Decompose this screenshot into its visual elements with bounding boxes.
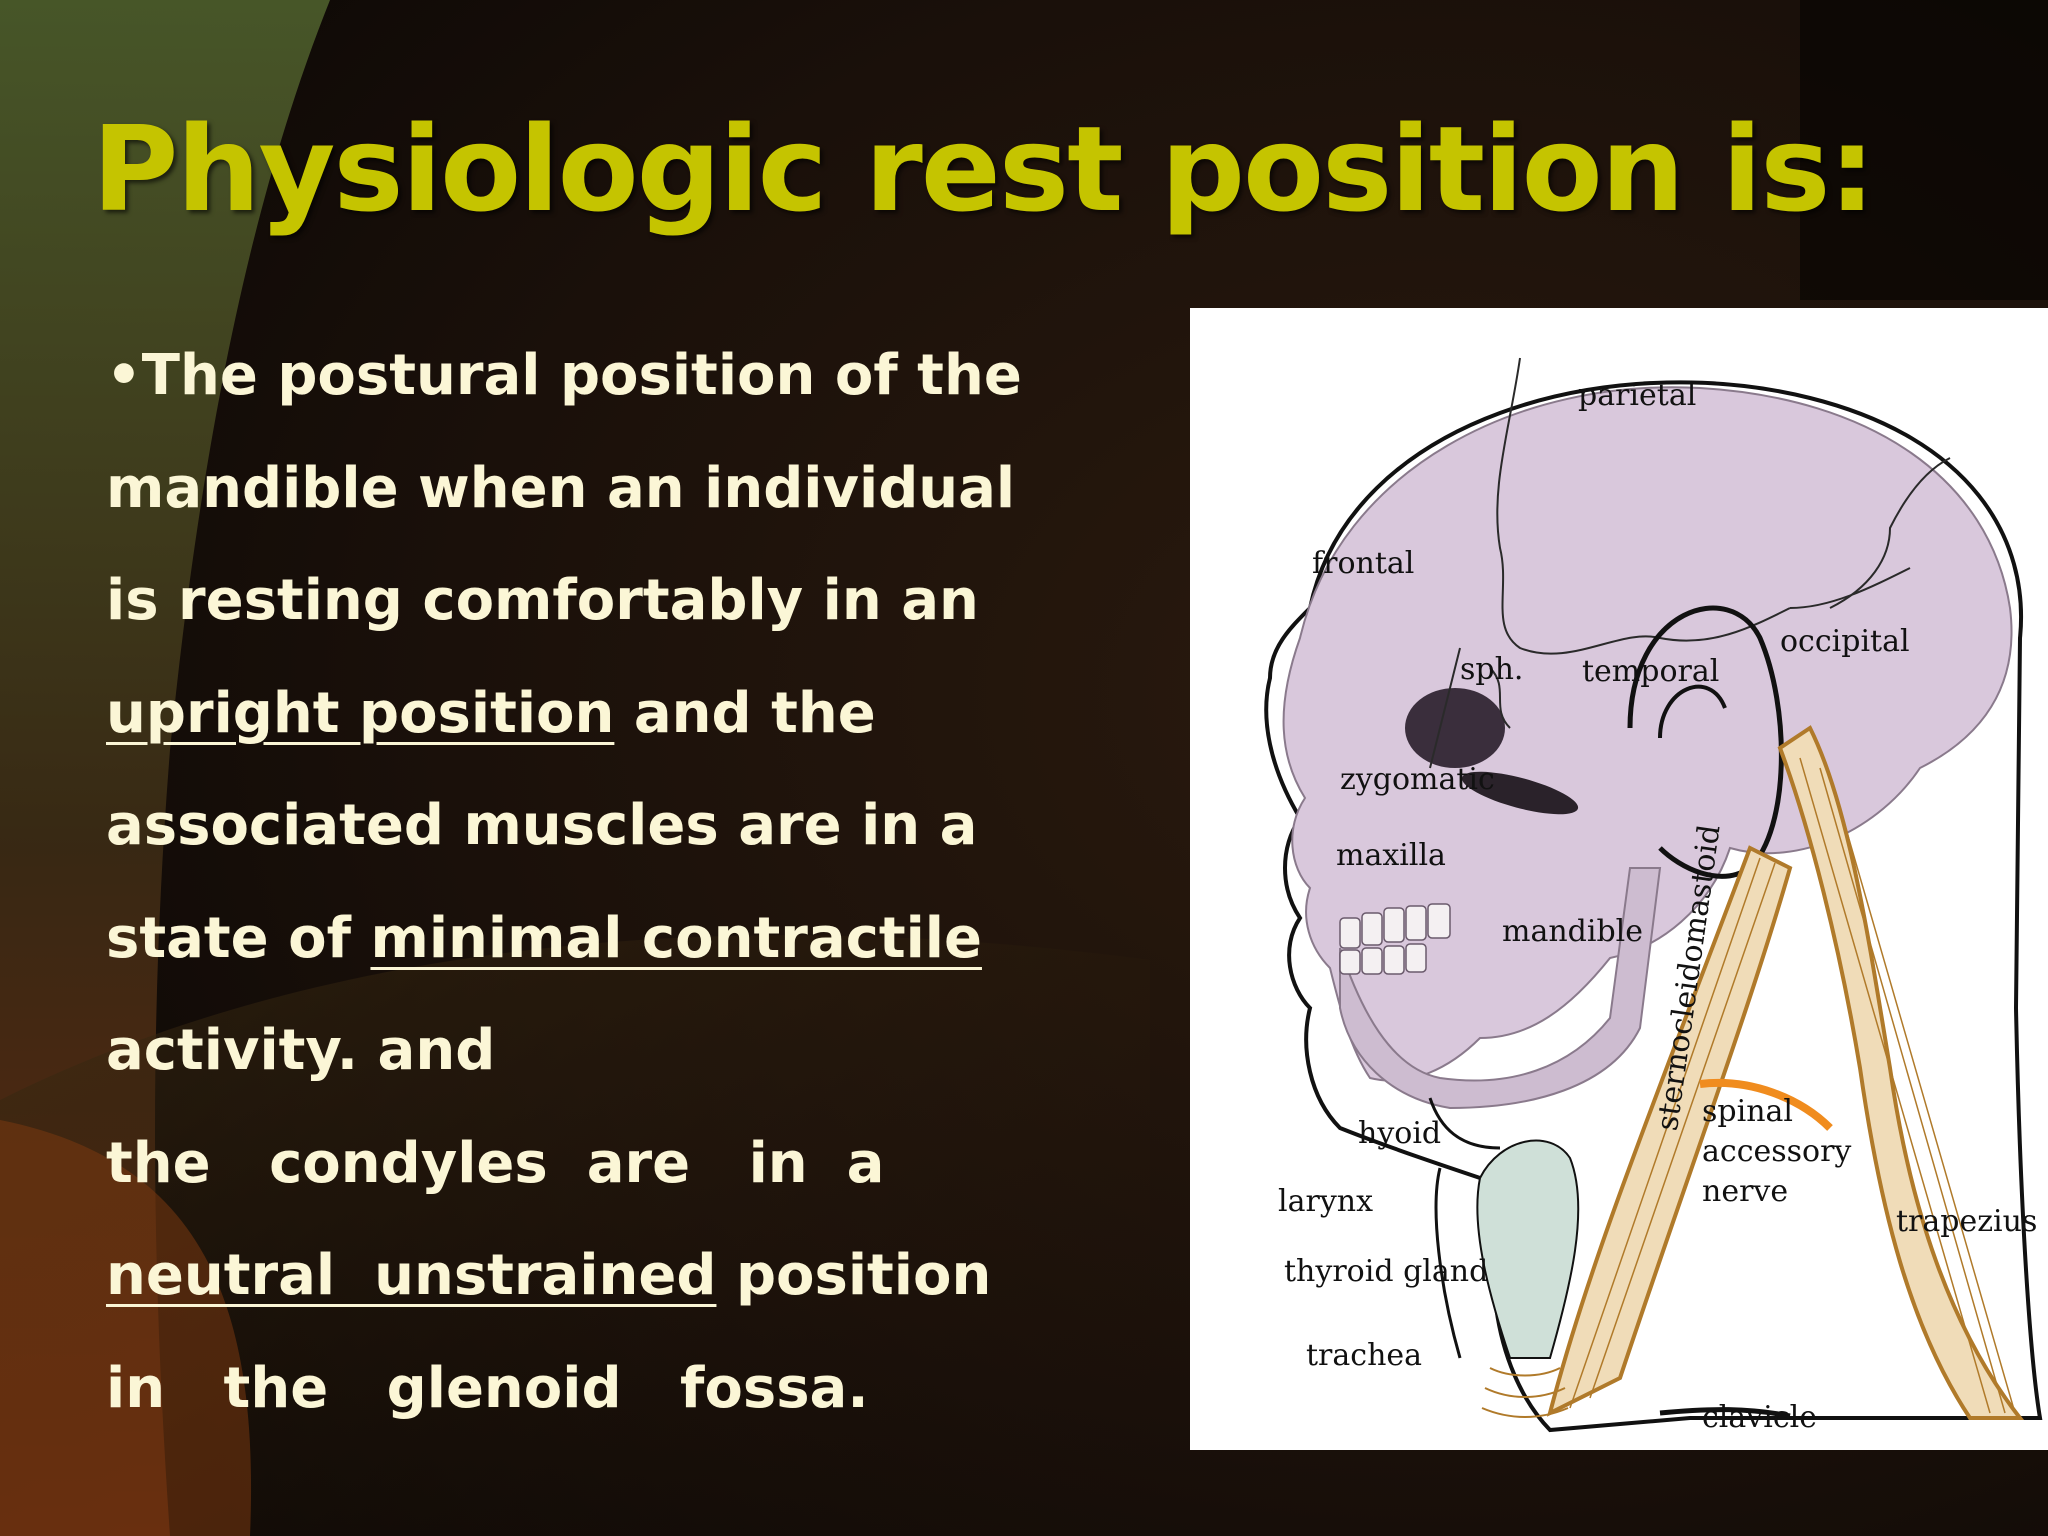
text-run: in the glenoid fossa. [106, 1355, 869, 1421]
label-line: spinal [1702, 1094, 1793, 1129]
label-line: nerve [1702, 1174, 1789, 1209]
text-run: •The postural position of the [106, 343, 1022, 408]
label-frontal: frontal [1312, 546, 1415, 581]
text-run: mandible when an individual [106, 455, 1016, 521]
ear-outline [1627, 605, 1784, 879]
trachea-rings [1481, 1367, 1569, 1418]
scm-fibers [1569, 857, 1776, 1409]
text-run: position [716, 1243, 992, 1308]
label-maxilla: maxilla [1336, 838, 1446, 873]
label-zygomatic: zygomatic [1340, 762, 1495, 797]
label-occipital: occipital [1780, 624, 1910, 659]
label-larynx: larynx [1278, 1184, 1374, 1219]
text-line: the condyles are in a [106, 1124, 1166, 1237]
underlined-term: minimal contractile [370, 905, 982, 971]
body-paragraph: •The postural position of the mandible w… [106, 336, 1166, 1461]
text-run: is resting comfortably in an [106, 568, 979, 633]
label-trapezius: trapezius [1896, 1204, 2038, 1239]
label-mandible: mandible [1502, 914, 1644, 949]
skull-shape [1282, 386, 2013, 1082]
text-line: state of minimal contractile [106, 899, 1166, 1012]
text-line: associated muscles are in a [106, 786, 1166, 899]
label-parietal: parietal [1578, 378, 1697, 413]
skull-illustration [1264, 357, 2043, 1433]
label-thyroid-gland: thyroid gland [1284, 1254, 1489, 1289]
spinal-accessory-nerve [1699, 1079, 1833, 1131]
skull-sutures [1429, 357, 1951, 769]
text-line: •The postural position of the [106, 336, 1166, 449]
underlined-term: neutral unstrained [106, 1243, 717, 1308]
text-line: neutral unstrained position [106, 1236, 1166, 1349]
text-line: mandible when an individual [106, 449, 1166, 562]
text-run: the condyles are in a [106, 1130, 885, 1196]
label-hyoid: hyoid [1358, 1116, 1442, 1151]
neck-line [1428, 1097, 1501, 1150]
text-run: and the [614, 680, 876, 746]
slide-title: Physiologic rest position is: [92, 100, 1876, 238]
thyroid-gland [1476, 1139, 1580, 1359]
trapezius-muscle [1777, 725, 2025, 1420]
text-run: associated muscles are in a [106, 793, 978, 858]
text-line: activity. and [106, 1011, 1166, 1124]
text-line: upright position and the [106, 674, 1166, 787]
label-sph: sph. [1460, 652, 1524, 687]
label-trachea: trachea [1306, 1338, 1423, 1373]
larynx-outline [1434, 1167, 1462, 1359]
sternocleidomastoid-muscle [1546, 845, 1793, 1417]
label-line: accessory [1702, 1134, 1852, 1169]
clavicle-line [1659, 1407, 1791, 1419]
label-spinal-accessory-nerve: spinal accessory nerve [1702, 1092, 1851, 1212]
underlined-term: upright position [106, 680, 615, 746]
label-clavicle: clavicle [1702, 1400, 1817, 1435]
text-run: state of [106, 905, 371, 971]
orbit [1405, 688, 1505, 768]
trapezius-fibers [1799, 757, 2016, 1414]
text-line: in the glenoid fossa. [106, 1349, 1166, 1462]
zygomatic-gap [1461, 771, 1579, 815]
teeth [1339, 903, 1451, 975]
label-temporal: temporal [1582, 654, 1720, 689]
text-line: is resting comfortably in an [106, 561, 1166, 674]
text-run: activity. and [106, 1018, 496, 1083]
ear-inner [1658, 684, 1727, 739]
mandible-shape [1339, 867, 1662, 1110]
head-neck-anatomy-figure: parietal frontal occipital sph. temporal… [1190, 308, 2048, 1450]
